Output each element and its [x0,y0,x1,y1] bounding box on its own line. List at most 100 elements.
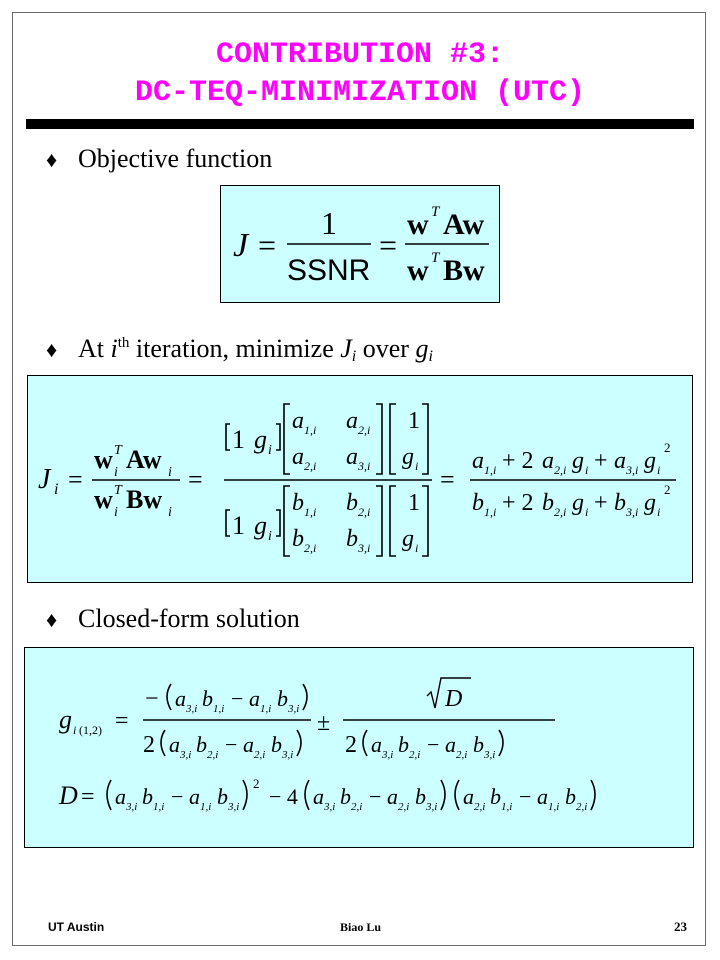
footer-author: Biao Lu [340,920,382,934]
svg-text:3,i: 3,i [425,801,437,813]
bullet2-J-sub: i [351,348,357,365]
svg-text:1,i: 1,i [153,801,164,813]
svg-text:1,i: 1,i [200,801,211,813]
svg-text:1,i: 1,i [548,801,559,813]
svg-text:w: w [407,254,429,287]
svg-text:3,i: 3,i [179,749,191,761]
svg-text:b: b [473,732,484,757]
svg-text:g: g [644,448,656,474]
svg-text:a: a [189,784,200,809]
svg-text:g: g [402,526,414,552]
svg-text:g: g [402,444,414,470]
svg-text:a: a [346,444,358,470]
svg-text:−: − [231,686,243,711]
diamond-bullet-icon: ♦ [46,337,58,362]
svg-text:1: 1 [408,490,420,516]
svg-text:D: D [444,686,462,712]
bullet-text: Objective function [78,144,273,173]
svg-text:i: i [268,529,272,544]
page-number: 23 [674,919,687,934]
bullet-closed-form: ♦Closed-form solution [46,604,300,635]
svg-text:a: a [346,408,358,434]
svg-text:b: b [472,490,484,516]
svg-text:a: a [445,732,456,757]
svg-text:2,i: 2,i [207,749,218,761]
svg-text:=: = [81,784,95,810]
svg-text:2,i: 2,i [351,801,362,813]
svg-text:J: J [233,227,250,264]
svg-text:a: a [463,784,474,809]
title-divider [26,119,694,129]
svg-text:b: b [542,490,554,516]
svg-text:2,i: 2,i [409,749,420,761]
slide-title: CONTRIBUTION #3: DC-TEQ-MINIMIZATION (UT… [0,36,720,112]
bullet2-text-c: over [356,334,416,363]
svg-text:b: b [292,526,304,552]
svg-text:T: T [114,483,123,498]
svg-text:b: b [614,490,626,516]
closed-form-box: g i (1,2) = − a 3,i b 1,i − a 1,i b 3,i … [24,647,694,848]
svg-text:1: 1 [232,425,245,454]
svg-text:−: − [427,732,439,757]
svg-text:a: a [292,444,304,470]
svg-text:−: − [369,784,381,809]
svg-text:2,i: 2,i [254,749,265,761]
svg-text:2,i: 2,i [554,505,566,519]
svg-text:2: 2 [253,776,260,791]
svg-text:3,i: 3,i [625,463,638,477]
svg-text:a: a [313,784,324,809]
svg-text:1: 1 [408,408,420,434]
svg-text:i: i [168,505,172,520]
svg-text:b: b [565,784,576,809]
svg-text:+ 2: + 2 [502,490,534,516]
svg-text:b: b [142,784,153,809]
svg-text:g: g [572,448,584,474]
svg-text:T: T [431,250,441,266]
bullet2-i: i [110,334,118,363]
svg-text:2,i: 2,i [456,749,467,761]
svg-text:+: + [594,448,608,474]
svg-text:g: g [644,490,656,516]
svg-text:b: b [217,784,228,809]
svg-text:=: = [115,708,129,734]
svg-text:±: ± [317,710,330,736]
svg-text:−: − [519,784,531,809]
svg-text:Aw: Aw [443,208,484,241]
svg-text:+ 2: + 2 [502,448,534,474]
svg-text:b: b [292,490,304,516]
svg-text:i: i [268,443,272,458]
bullet-objective-function: ♦Objective function [46,144,272,175]
svg-text:i: i [657,505,660,519]
svg-text:3,i: 3,i [185,703,197,715]
svg-text:1,i: 1,i [484,463,496,477]
svg-text:−: − [145,686,159,712]
svg-text:b: b [346,526,358,552]
svg-text:b: b [346,490,358,516]
svg-text:=: = [440,465,455,494]
svg-text:=: = [258,227,276,263]
svg-text:1,i: 1,i [304,505,316,519]
diamond-bullet-icon: ♦ [46,607,58,632]
svg-text:i: i [415,459,418,473]
svg-text:2: 2 [664,440,671,455]
svg-text:2,i: 2,i [358,423,370,437]
svg-text:a: a [472,448,484,474]
svg-text:− 4: − 4 [269,784,298,809]
svg-text:i: i [585,505,588,519]
ji-expansion-equation: J i = w i T Aw i w i T Bw i = 1 g i a 1,… [38,403,676,557]
svg-text:b: b [277,686,288,711]
svg-text:i: i [415,541,418,555]
svg-text:g: g [254,511,267,540]
svg-text:Bw: Bw [126,485,162,514]
svg-text:D: D [58,781,78,810]
svg-text:2,i: 2,i [554,463,566,477]
svg-text:i: i [657,463,660,477]
svg-text:i: i [168,465,172,480]
title-line-2: DC-TEQ-MINIMIZATION (UTC) [134,76,586,110]
svg-text:2,i: 2,i [304,541,316,555]
svg-text:b: b [196,732,207,757]
svg-text:i: i [585,463,588,477]
svg-text:w: w [94,445,113,474]
svg-text:Bw: Bw [443,254,485,287]
svg-text:a: a [115,784,126,809]
